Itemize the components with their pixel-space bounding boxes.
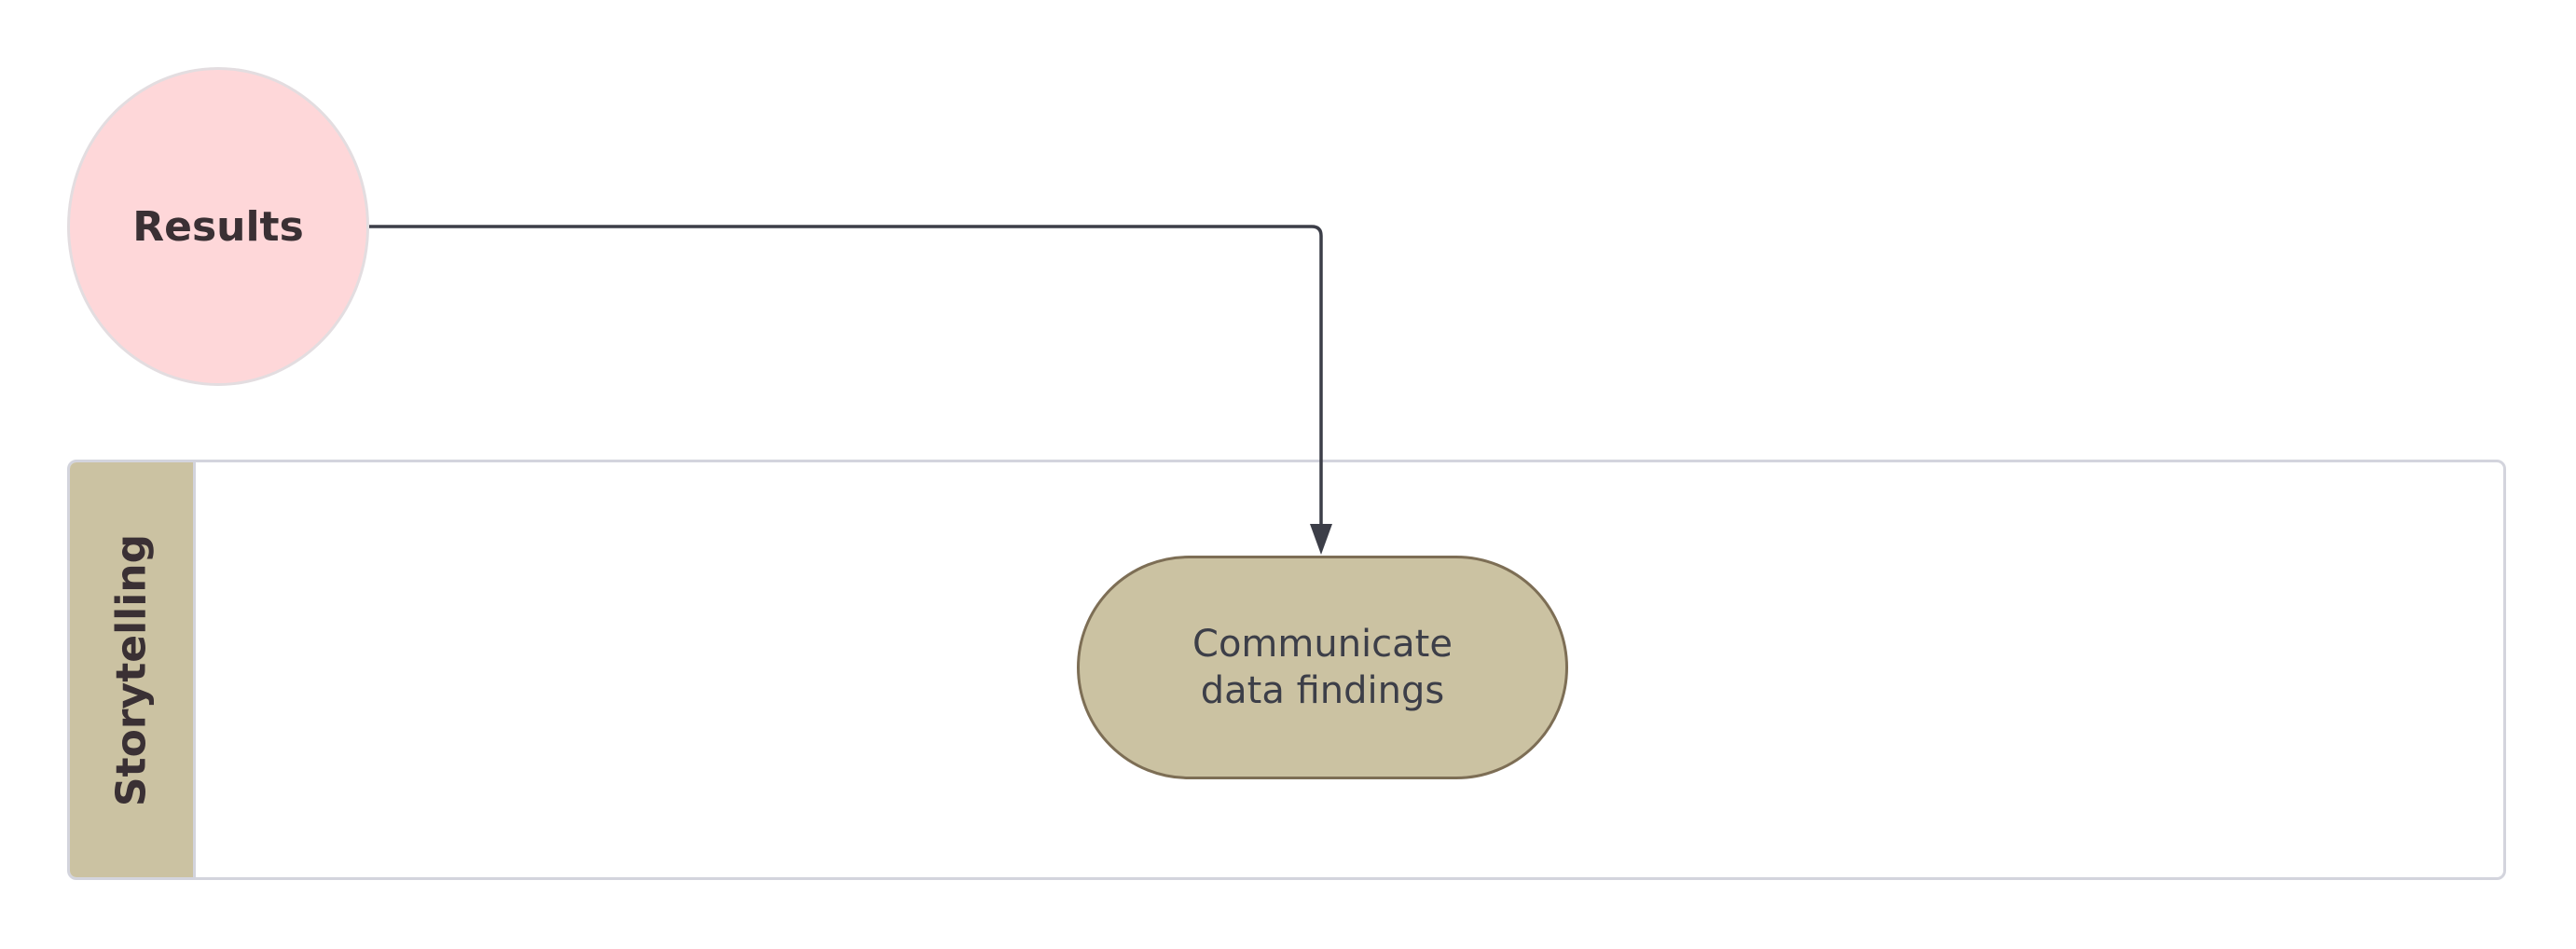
swimlane-storytelling[interactable]: Storytelling xyxy=(67,460,2506,880)
results-node-label: Results xyxy=(132,202,304,251)
communicate-data-findings-node[interactable]: Communicate data findings xyxy=(1077,556,1568,779)
process-node-label: Communicate data findings xyxy=(1192,623,1453,712)
results-node[interactable]: Results xyxy=(67,67,369,386)
swimlane-header[interactable]: Storytelling xyxy=(70,462,196,877)
swimlane-title: Storytelling xyxy=(107,533,156,806)
